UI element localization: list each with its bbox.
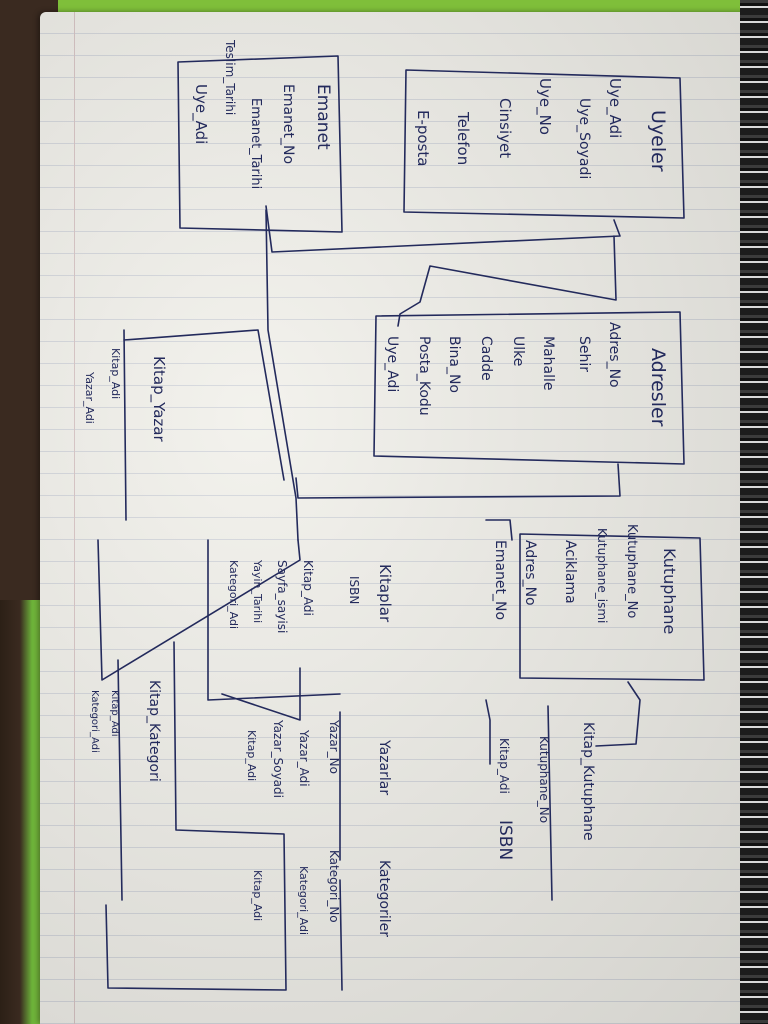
- uyeler-title: Uyeler: [647, 110, 669, 172]
- box-kitaplar: [207, 539, 341, 701]
- kategoriler-field-3: Kitap_Adi: [251, 870, 264, 921]
- link-uyeler-adresler: [397, 235, 617, 327]
- kitaplar-field-1: ISBN: [347, 576, 361, 604]
- emanet-field-4: Uye_Adi: [191, 84, 210, 144]
- box-kitap-kategori: [117, 659, 123, 901]
- notebook-page: [40, 12, 752, 1024]
- link-kutuphane-kitapkutuphane: [595, 681, 641, 747]
- emanet-field-3: Teslim_Tarihi: [223, 39, 237, 115]
- box-kitap-yazar: [123, 329, 127, 521]
- notebook-cover-edge: [58, 0, 748, 14]
- box-kategoriler: [339, 879, 343, 991]
- uyeler-field-6: E-posta: [414, 110, 432, 166]
- kitap-kutuphane-title: Kitap_Kutuphane: [580, 722, 596, 841]
- uyeler-field-4: Cinsiyet: [496, 98, 514, 158]
- kutuphane-title: Kutuphane: [660, 548, 679, 634]
- adresler-field-6: Bina_No: [446, 336, 462, 393]
- emanet-field-1: Emanet_No: [280, 84, 296, 164]
- emanet-title: Emanet: [313, 84, 333, 150]
- yazarlar-field-1: Yazar_No: [327, 719, 341, 774]
- link-uyeler-emanet: [265, 205, 621, 253]
- link-kitap-kutuphane-isbn: [485, 699, 491, 765]
- uyeler-field-5: Telefon: [454, 111, 472, 165]
- kitap-kategori-field-2: Kategori_Adi: [89, 690, 100, 753]
- kitap-yazar-field-2: Yazar_Adi: [83, 371, 96, 424]
- box-uyeler: [403, 69, 685, 219]
- link-kitap-yazar-emanet: [123, 329, 285, 481]
- uyeler-field-2: Uye_Soyadi: [576, 98, 592, 179]
- kategoriler-field-2: Kategori_Adi: [297, 866, 310, 935]
- page-shading: [40, 12, 752, 1024]
- kategoriler-field-1: Kategori_No: [327, 850, 341, 923]
- kutuphane-field-2: Kutuphane_ismi: [595, 528, 609, 623]
- kitap-kutuphane-field-2: Kitap_Adi: [497, 738, 511, 794]
- kitap-kategori-title: Kitap_Kategori: [146, 680, 162, 782]
- link-kitaplar-yazarlar: [221, 667, 301, 721]
- kitap-yazar-field-1: Kitap_Adi: [109, 348, 122, 399]
- yazarlar-field-2: Yazar_Adi: [297, 729, 311, 787]
- link-kutuphane-emanet: [485, 519, 513, 541]
- box-kitap-kutuphane: [547, 705, 553, 901]
- emanet-field-2: Emanet_Tarihi: [248, 98, 263, 189]
- adresler-field-2: Sehir: [576, 336, 592, 372]
- adresler-field-5: Cadde: [478, 336, 494, 381]
- box-adresler: [373, 311, 685, 465]
- spiral-binding: [740, 0, 768, 1024]
- kitaplar-field-5: Kategori_Adi: [227, 560, 240, 629]
- kitaplar-field-2: Kitap_Adi: [301, 560, 315, 616]
- kitap-kategori-field-1: Kitap_Adi: [109, 690, 120, 737]
- kitaplar-field-3: Sayfa_sayisi: [275, 560, 289, 633]
- page-margin-line: [74, 12, 75, 1024]
- kitaplar-title: Kitaplar: [376, 564, 394, 623]
- kutuphane-field-5: Emanet_No: [492, 540, 508, 620]
- kutuphane-field-1: Kutuphane_No: [624, 524, 639, 618]
- link-emanet-kitaplar: [265, 209, 299, 541]
- kutuphane-field-3: Aciklama: [562, 540, 578, 604]
- yazarlar-field-3: Yazar_Soyadi: [271, 719, 285, 798]
- kutuphane-field-4: Adres_No: [522, 540, 538, 606]
- box-kutuphane: [519, 533, 705, 681]
- link-kitap-yazar-kitaplar: [97, 539, 301, 681]
- adresler-field-4: Ulke: [510, 336, 526, 366]
- yazarlar-field-4: Kitap_Adi: [245, 730, 258, 781]
- adresler-field-1: Adres_No: [606, 322, 622, 388]
- link-adresler-kutuphane: [295, 463, 621, 499]
- box-emanet: [177, 55, 343, 233]
- adresler-title: Adresler: [647, 348, 669, 427]
- uyeler-field-1: Uye_Adi: [605, 78, 624, 138]
- notebook-cover-side: [0, 600, 42, 1024]
- kitap-yazar-title: Kitap_Yazar: [149, 356, 168, 442]
- adresler-field-7: Posta_Kodu: [416, 336, 432, 416]
- kitap-kutuphane-field-3: ISBN: [495, 820, 515, 860]
- link-kitaplar-kategori: [105, 641, 287, 991]
- kategoriler-title: Kategoriler: [376, 860, 392, 937]
- kitaplar-field-4: Yayin_Tarihi: [251, 559, 264, 623]
- kitap-kutuphane-field-1: Kutuphane_No: [537, 736, 551, 823]
- uyeler-field-3: Uye_No: [535, 78, 554, 135]
- yazarlar-title: Yazarlar: [376, 739, 392, 795]
- adresler-field-8: Uye_Adi: [384, 336, 400, 392]
- page-ruling: [40, 12, 752, 1024]
- adresler-field-3: Mahalle: [540, 336, 556, 391]
